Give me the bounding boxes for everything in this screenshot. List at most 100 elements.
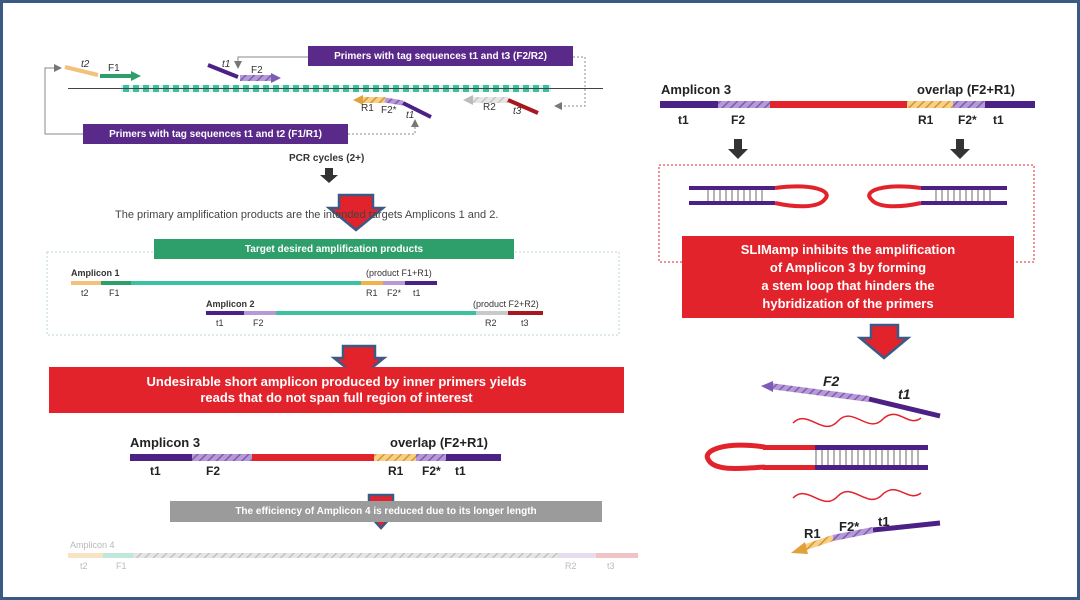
amp1-label-t2: t2 — [81, 288, 89, 298]
amp3-left-name: Amplicon 3 — [130, 435, 201, 450]
amp3L-t1b — [446, 454, 501, 461]
amp1-F1 — [101, 281, 131, 285]
amp3R-R1 — [907, 101, 953, 108]
label-primer-t1: t1 — [222, 59, 231, 70]
label-primer-t1b: t1 — [406, 110, 415, 121]
amp2-R2 — [476, 311, 508, 315]
label-primer-F2star: F2* — [381, 105, 397, 116]
amp4-t2 — [68, 553, 103, 558]
stemloop-label-t1-bottom: t1 — [878, 514, 890, 529]
primer-t1-top — [207, 63, 239, 79]
amp1-body — [131, 281, 361, 285]
amp3-right-label-R1: R1 — [918, 113, 934, 127]
amp4-name: Amplicon 4 — [70, 540, 115, 550]
undesirable-line-1: Undesirable short amplicon produced by i… — [146, 374, 527, 389]
primary-products-text: The primary amplification products are t… — [115, 209, 499, 221]
amp3R-F2 — [718, 101, 770, 108]
big-down-arrow-1 — [325, 193, 387, 232]
amp2-F2 — [244, 311, 276, 315]
amp1-name: Amplicon 1 — [71, 268, 120, 278]
amp3L-F2star — [416, 454, 446, 461]
amp1-F2star — [383, 281, 405, 285]
stemloop-large — [704, 381, 941, 554]
pcr-cycles-label: PCR cycles (2+) — [289, 153, 365, 164]
amp1-t2 — [71, 281, 101, 285]
amp3R-t1b — [985, 101, 1035, 108]
slimamp-line-4: hybridization of the primers — [762, 296, 934, 311]
primer-F2star — [384, 97, 404, 106]
amp3-right-name: Amplicon 3 — [661, 82, 732, 97]
amp4-t3 — [596, 553, 638, 558]
amp3L-R1 — [374, 454, 416, 461]
undesirable-line-2: reads that do not span full region of in… — [200, 390, 473, 405]
label-primer-R1: R1 — [361, 103, 374, 114]
tags-box-t1-t3: Primers with tag sequences t1 and t3 (F2… — [308, 46, 573, 66]
amp1-R1 — [361, 281, 383, 285]
tags-box-t1-t2: Primers with tag sequences t1 and t2 (F1… — [83, 124, 348, 144]
amp2-product: (product F2+R2) — [473, 299, 539, 309]
stemloop-right — [867, 184, 1007, 209]
amp2-name: Amplicon 2 — [206, 299, 255, 309]
amp2-body — [276, 311, 476, 315]
down-arrow-pcr — [320, 168, 338, 183]
amp4-label-F1: F1 — [116, 561, 127, 571]
amp4-F1 — [103, 553, 133, 558]
primer-R1-arrowhead — [353, 95, 363, 105]
amp1-label-t1: t1 — [413, 288, 421, 298]
amp3-left-label-R1: R1 — [388, 464, 404, 478]
amp3-right-label-F2star: F2* — [958, 113, 977, 127]
amp3R-t1 — [660, 101, 718, 108]
amp3-left-label-t1: t1 — [150, 464, 161, 478]
amp1-product: (product F1+R1) — [366, 268, 432, 278]
amp3-left-label-t1b: t1 — [455, 464, 466, 478]
amp3-right-label-F2: F2 — [731, 113, 746, 127]
primer-F1-arrowhead — [131, 71, 141, 81]
target-dotted-box — [46, 251, 620, 336]
amp2-label-t1: t1 — [216, 318, 224, 328]
connector-top — [234, 56, 308, 69]
amp3-right-overlap: overlap (F2+R1) — [917, 82, 1015, 97]
amp2-t1 — [206, 311, 244, 315]
amp4-R2 — [558, 553, 596, 558]
efficiency-box: The efficiency of Amplicon 4 is reduced … — [170, 501, 602, 522]
amp2-label-R2: R2 — [485, 318, 497, 328]
label-primer-F2: F2 — [251, 65, 263, 76]
stemloop-label-F2: F2 — [823, 373, 840, 389]
amp1-t1 — [405, 281, 437, 285]
amp3R-F2star — [953, 101, 985, 108]
primer-t1-right — [402, 101, 432, 119]
amp3L-t1 — [130, 454, 192, 461]
big-down-arrow-right — [856, 323, 912, 360]
down-arrow-right-2 — [950, 139, 970, 159]
amp3-right-label-t1b: t1 — [993, 113, 1004, 127]
slimamp-line-1: SLIMamp inhibits the amplification — [740, 242, 956, 257]
amp3R-body — [770, 101, 907, 108]
slimamp-line-2: of Amplicon 3 by forming — [769, 260, 927, 275]
undesirable-box: Undesirable short amplicon produced by i… — [49, 367, 624, 413]
primer-R2-arrowhead — [463, 95, 473, 105]
down-arrow-right-1 — [728, 139, 748, 159]
amp3-left-overlap: overlap (F2+R1) — [390, 435, 488, 450]
amp1-label-F2star: F2* — [387, 288, 402, 298]
amp1-label-F1: F1 — [109, 288, 120, 298]
stemloop-left — [689, 184, 829, 209]
stemloop-label-R1: R1 — [804, 526, 821, 541]
slimamp-line-3: a stem loop that hinders the — [761, 278, 935, 293]
amp2-label-F2: F2 — [253, 318, 264, 328]
primer-t3 — [507, 98, 539, 115]
amp3-left-label-F2star: F2* — [422, 464, 441, 478]
label-primer-t3: t3 — [513, 106, 522, 117]
label-primer-R2: R2 — [483, 102, 496, 113]
connector-left — [44, 64, 83, 135]
amp1-label-R1: R1 — [366, 288, 378, 298]
amp3L-F2 — [192, 454, 252, 461]
target-products-box: Target desired amplification products — [154, 239, 514, 259]
slimamp-box: SLIMamp inhibits the amplification of Am… — [682, 236, 1014, 318]
label-primer-F1: F1 — [108, 63, 120, 74]
primer-t2 — [64, 65, 99, 77]
primer-F2-arrowhead — [271, 73, 281, 83]
stemloop-label-t1-top: t1 — [898, 386, 911, 402]
amp3-left-label-F2: F2 — [206, 464, 221, 478]
stemloop-label-F2star: F2* — [839, 519, 860, 534]
